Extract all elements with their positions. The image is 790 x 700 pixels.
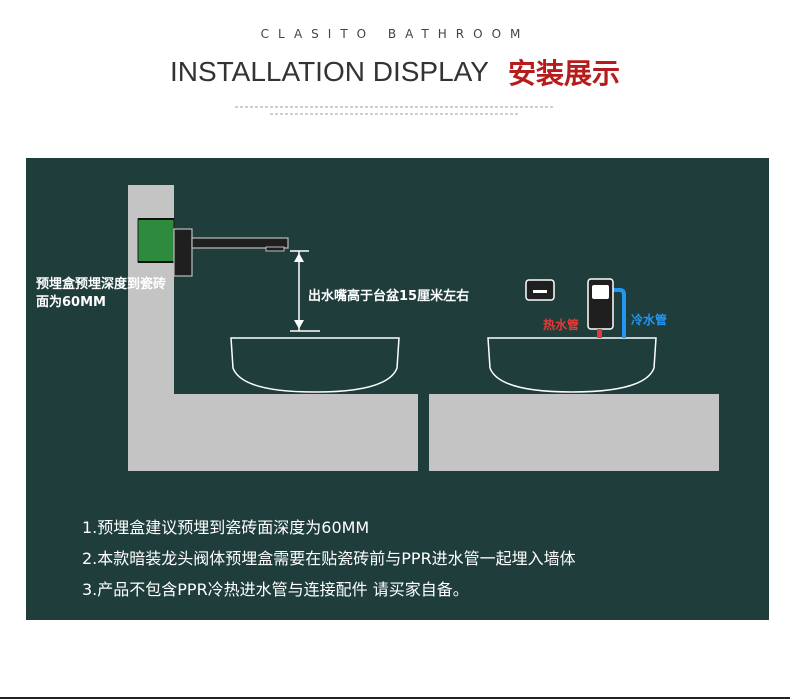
hot-pipe-label: 热水管	[543, 318, 580, 332]
spout-height-label: 出水嘴高于台盆15厘米左右	[308, 289, 470, 304]
title-english: INSTALLATION DISPLAY	[169, 56, 489, 87]
installation-diagram	[128, 185, 719, 471]
faucet-spout	[191, 237, 289, 249]
height-arrow-down	[294, 320, 304, 329]
faucet-spout-tip	[265, 246, 285, 252]
installation-diagram-panel: 预埋盒预埋深度到瓷砖面为60MM 出水嘴高于台盆15厘米左右 热水管 冷水管 1…	[26, 158, 769, 620]
note-item: 1.预埋盒建议预埋到瓷砖面深度为60MM	[82, 518, 370, 537]
hot-water-pipe	[597, 329, 602, 338]
page-title: INSTALLATION DISPLAY 安装展示	[0, 52, 790, 92]
embed-box	[137, 218, 175, 263]
embed-depth-label: 预埋盒预埋深度到瓷砖面为60MM	[36, 277, 167, 310]
faucet-wall-plate	[173, 228, 193, 277]
decorative-fine-print	[215, 104, 575, 122]
cold-water-pipe	[604, 288, 626, 338]
right-counter	[429, 394, 719, 471]
brand-name: CLASITO BATHROOM	[260, 27, 530, 41]
note-item: 3.产品不包含PPR冷热进水管与连接配件 请买家自备。	[82, 580, 469, 599]
title-chinese: 安装展示	[508, 57, 621, 90]
fine-print-texture	[235, 106, 555, 115]
note-item: 2.本款暗装龙头阀体预埋盒需要在贴瓷砖前与PPR进水管一起埋入墙体	[82, 549, 576, 568]
left-basin	[230, 337, 400, 393]
cold-pipe-label: 冷水管	[631, 313, 668, 327]
left-wall-counter	[128, 185, 418, 471]
installation-notes: 1.预埋盒建议预埋到瓷砖面深度为60MM 2.本款暗装龙头阀体预埋盒需要在贴瓷砖…	[82, 512, 576, 605]
height-arrow-up	[294, 253, 304, 262]
valve-handle	[592, 285, 609, 299]
right-basin	[487, 337, 657, 393]
bottom-divider	[0, 697, 790, 699]
handle-slot	[533, 290, 547, 293]
